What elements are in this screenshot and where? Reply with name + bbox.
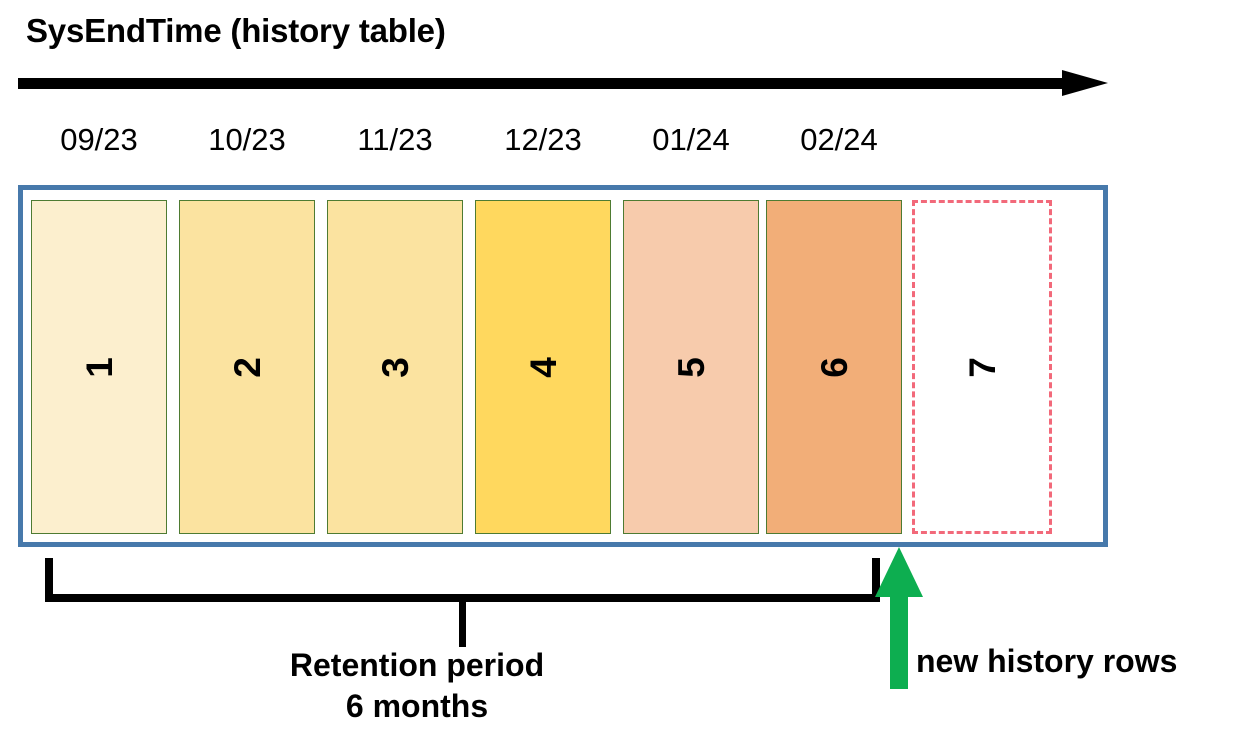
partition-label-1: 1 [78,356,120,378]
month-label-row: 09/23 10/23 11/23 12/23 01/24 02/24 [31,122,1066,166]
month-label-6: 02/24 [800,122,878,157]
partition-label-7: 7 [961,356,1003,378]
bracket-tick-left [45,558,53,602]
partition-box-4[interactable]: 4 [475,200,611,534]
retention-caption-line2: 6 months [345,687,489,724]
partition-box-7-pending[interactable]: 7 [912,200,1052,534]
up-arrow-head [875,547,923,597]
right-arrow-icon [1062,70,1108,96]
partition-label-5: 5 [670,356,712,378]
timeline-shaft [18,78,1068,89]
month-label-2: 10/23 [208,122,286,157]
month-label-4: 12/23 [504,122,582,157]
page-title: SysEndTime (history table) [26,12,446,49]
bracket-tick-center [459,594,466,647]
retention-bracket [45,558,880,647]
month-label-3: 11/23 [357,122,433,157]
up-arrow-icon [875,547,923,689]
retention-caption-line1: Retention period [289,647,545,683]
partition-box-6[interactable]: 6 [766,200,902,534]
retention-caption: Retention period 6 months [217,645,617,727]
new-history-rows-label: new history rows [916,643,1178,679]
up-arrow-shaft [890,595,908,689]
partition-label-6: 6 [813,356,855,378]
timeline-arrow [18,70,1108,96]
partition-box-3[interactable]: 3 [327,200,463,534]
partition-box-1[interactable]: 1 [31,200,167,534]
month-label-1: 09/23 [60,122,138,157]
month-label-5: 01/24 [652,122,730,157]
partition-box-2[interactable]: 2 [179,200,315,534]
partition-label-3: 3 [374,356,416,378]
partition-box-5[interactable]: 5 [623,200,759,534]
partition-label-2: 2 [226,356,268,378]
partition-label-4: 4 [522,356,564,378]
